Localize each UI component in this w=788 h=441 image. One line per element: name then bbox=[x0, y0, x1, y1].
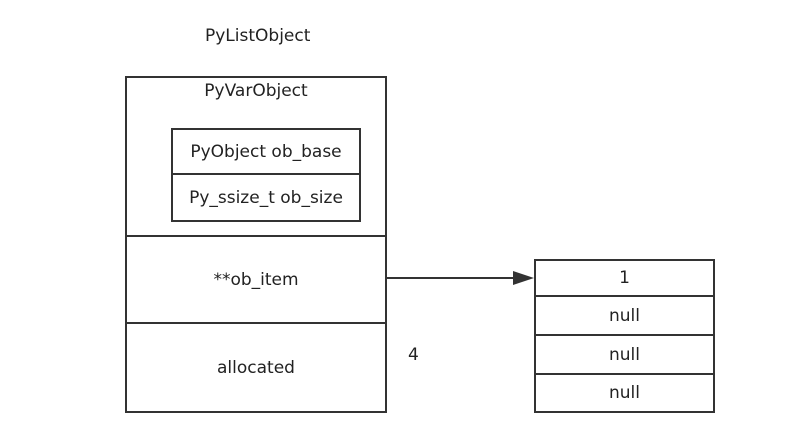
diagram-title: PyListObject bbox=[205, 26, 311, 46]
field-ob-size: Py_ssize_t ob_size bbox=[189, 187, 343, 208]
allocated-value: 4 bbox=[408, 345, 419, 365]
array-cell: null bbox=[609, 383, 640, 403]
section-divider bbox=[127, 235, 385, 237]
allocated-field: allocated bbox=[217, 357, 295, 378]
item-array: 1 null null null bbox=[534, 259, 715, 413]
field-ob-base: PyObject ob_base bbox=[173, 130, 359, 175]
ob-item-field: **ob_item bbox=[213, 269, 299, 290]
array-cell: 1 bbox=[536, 261, 713, 297]
array-cell: null bbox=[536, 336, 713, 375]
section-divider bbox=[127, 322, 385, 324]
array-cell: null bbox=[536, 297, 713, 336]
pyvarobject-section: PyVarObject PyObject ob_base Py_ssize_t … bbox=[127, 78, 385, 236]
arrow-head bbox=[513, 271, 534, 285]
pyvarobject-fields-box: PyObject ob_base Py_ssize_t ob_size bbox=[171, 128, 361, 222]
pyvarobject-label: PyVarObject bbox=[204, 81, 308, 101]
pylistobject-box: PyVarObject PyObject ob_base Py_ssize_t … bbox=[125, 76, 387, 413]
